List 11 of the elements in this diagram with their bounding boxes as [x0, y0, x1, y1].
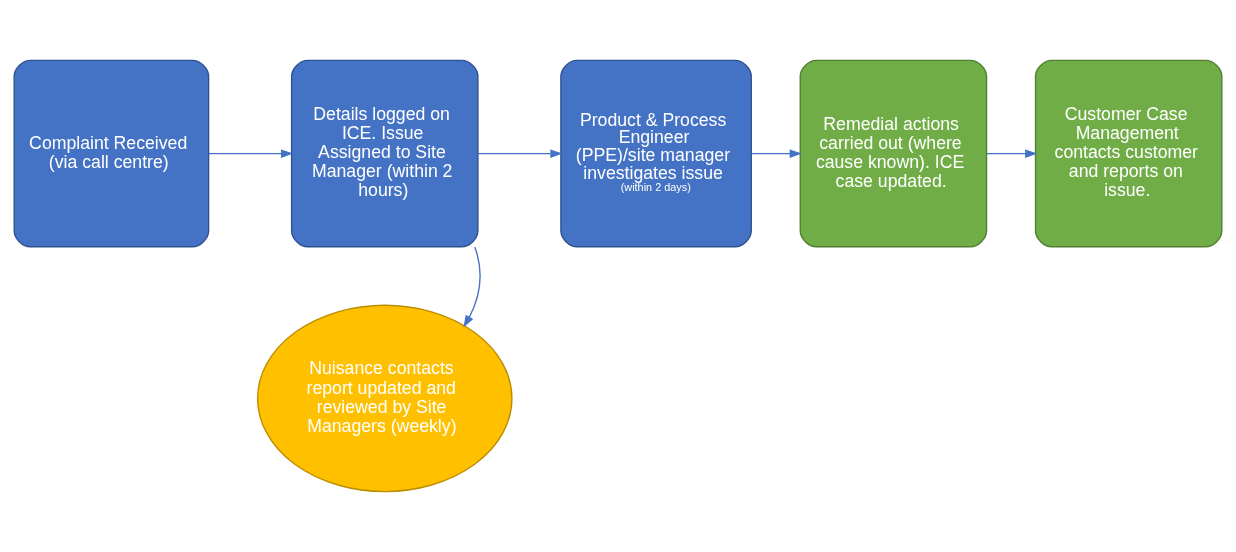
node-box: Customer Case Management contacts customer and reports on issue. [1034, 59, 1223, 248]
node-box: Details logged on ICE. Issue Assigned to Site Manager (within 2 hours) [290, 59, 479, 248]
node-box: Remedial actions carried out (where cause known). ICE case updated. [799, 59, 988, 248]
arrow [750, 149, 802, 158]
node-box: Complaint Received (via call centre) [13, 59, 210, 248]
arrow [208, 149, 294, 158]
arrow [463, 246, 481, 328]
node-ellipse: Nuisance contacts report updated and reviewed by Site Managers (weekly) [256, 304, 513, 493]
node-box: Product & Process Engineer (PPE)/site manager investigates issue (within 2 days) [560, 59, 752, 248]
arrow [986, 149, 1038, 158]
arrow [477, 149, 563, 158]
